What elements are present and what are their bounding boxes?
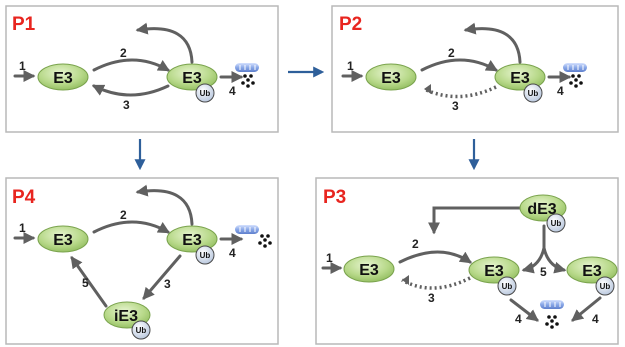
p2-fragments-icon bbox=[569, 74, 583, 88]
panel-p1: P1 1 E3 2 3 E3 Ub 4 bbox=[5, 5, 279, 133]
p4-ub-1-label: Ub bbox=[200, 251, 211, 260]
p3-fragments-icon bbox=[545, 315, 559, 329]
p3-de3-label: dE3 bbox=[527, 201, 556, 218]
p2-step-4: 4 bbox=[557, 84, 564, 98]
p3-ub-3-label: Ub bbox=[600, 282, 611, 291]
p3-step-2: 2 bbox=[412, 237, 419, 251]
p2-e3-right-label: E3 bbox=[510, 70, 530, 87]
p2-self-arrow bbox=[463, 22, 522, 64]
panel-p1-title: P1 bbox=[12, 14, 36, 35]
p2-proteasome-icon bbox=[563, 63, 587, 72]
p4-step-3: 3 bbox=[164, 277, 171, 291]
p4-step-2: 2 bbox=[120, 208, 127, 222]
p1-e3-left-label: E3 bbox=[53, 70, 73, 87]
p4-arrow-3 bbox=[142, 254, 182, 300]
p4-e3-right-label: E3 bbox=[182, 232, 202, 249]
p3-ub-2-label: Ub bbox=[502, 282, 513, 291]
panel-p2: P2 1 E3 2 3 E3 Ub 4 bbox=[331, 5, 619, 133]
p2-ub-label: Ub bbox=[528, 89, 539, 98]
p1-arrow-3 bbox=[91, 84, 170, 97]
p1-step-3: 3 bbox=[123, 98, 130, 112]
p2-e3-left: E3 bbox=[365, 63, 417, 91]
p2-ub: Ub bbox=[523, 83, 543, 103]
p1-proteasome-icon bbox=[235, 63, 259, 72]
p1-step-4: 4 bbox=[229, 84, 236, 98]
p3-step-1: 1 bbox=[326, 251, 333, 265]
p3-step-5: 5 bbox=[540, 265, 547, 279]
panel-p4-title: P4 bbox=[12, 187, 36, 208]
p3-ub-2: Ub bbox=[497, 276, 517, 296]
p4-step-4: 4 bbox=[229, 246, 236, 260]
p4-e3-left-label: E3 bbox=[53, 232, 73, 249]
panel-p3: P3 1 E3 2 3 dE3 Ub E3 Ub bbox=[315, 177, 619, 345]
p1-e3-right-label: E3 bbox=[182, 70, 202, 87]
p3-e3-mid-label: E3 bbox=[484, 263, 504, 280]
p2-e3-left-label: E3 bbox=[381, 70, 401, 87]
p4-e3-left: E3 bbox=[37, 225, 89, 253]
p2-step-3: 3 bbox=[452, 99, 459, 113]
p3-step-4-right: 4 bbox=[592, 312, 599, 326]
p2-step-1: 1 bbox=[347, 59, 354, 73]
p3-step-3: 3 bbox=[428, 291, 435, 305]
p1-fragments-icon bbox=[241, 74, 255, 88]
p4-ub-2-label: Ub bbox=[136, 326, 147, 335]
p2-arrow-3-head bbox=[424, 84, 431, 94]
p3-step-4-left: 4 bbox=[515, 312, 522, 326]
p1-ub: Ub bbox=[195, 83, 215, 103]
p3-e3-left-label: E3 bbox=[359, 262, 379, 279]
p3-e3-left: E3 bbox=[343, 255, 395, 283]
p4-step-5: 5 bbox=[82, 276, 89, 290]
p3-proteasome-icon bbox=[540, 300, 564, 309]
p2-arrow-2 bbox=[420, 58, 499, 72]
p3-e3-right: E3 bbox=[566, 256, 618, 284]
p4-step-1: 1 bbox=[19, 221, 26, 235]
p2-e3-right: E3 bbox=[494, 63, 546, 91]
p3-de3-feedback-arrow bbox=[428, 206, 526, 235]
p4-e3-right: E3 bbox=[166, 225, 218, 253]
p3-arrow-4-right bbox=[571, 296, 602, 322]
panel-p4: P4 1 E3 2 E3 Ub 4 bbox=[5, 177, 279, 345]
p1-e3-right: E3 bbox=[166, 63, 218, 91]
p3-arrow-2 bbox=[398, 250, 472, 264]
p3-ub-1-label: Ub bbox=[551, 219, 562, 228]
p3-ub-1: Ub bbox=[546, 213, 566, 233]
p1-ub-label: Ub bbox=[200, 89, 211, 98]
p3-arrow-3-head bbox=[402, 275, 409, 285]
panel-p3-title: P3 bbox=[323, 187, 346, 208]
p2-step-2: 2 bbox=[448, 46, 455, 60]
p4-ub-2: Ub bbox=[131, 320, 151, 340]
p1-arrow-2 bbox=[92, 58, 171, 72]
p4-self-arrow bbox=[135, 184, 194, 226]
p3-e3-mid: E3 bbox=[468, 256, 520, 284]
p3-branch-right bbox=[542, 246, 567, 274]
p4-arrow-2 bbox=[92, 220, 171, 234]
p1-e3-left: E3 bbox=[37, 63, 89, 91]
p4-ub-1: Ub bbox=[195, 245, 215, 265]
p4-fragments-icon bbox=[258, 234, 272, 248]
p3-ub-3: Ub bbox=[595, 276, 615, 296]
p4-ie3-label: iE3 bbox=[114, 308, 138, 325]
p3-e3-right-label: E3 bbox=[582, 263, 602, 280]
p1-step-2: 2 bbox=[120, 46, 127, 60]
p4-arrow-5 bbox=[70, 256, 108, 308]
p3-arrow-4-left bbox=[509, 298, 539, 322]
p1-step-1: 1 bbox=[19, 59, 26, 73]
panel-p2-title: P2 bbox=[339, 14, 362, 35]
p1-self-arrow bbox=[135, 22, 194, 64]
p4-proteasome-icon bbox=[235, 225, 259, 234]
